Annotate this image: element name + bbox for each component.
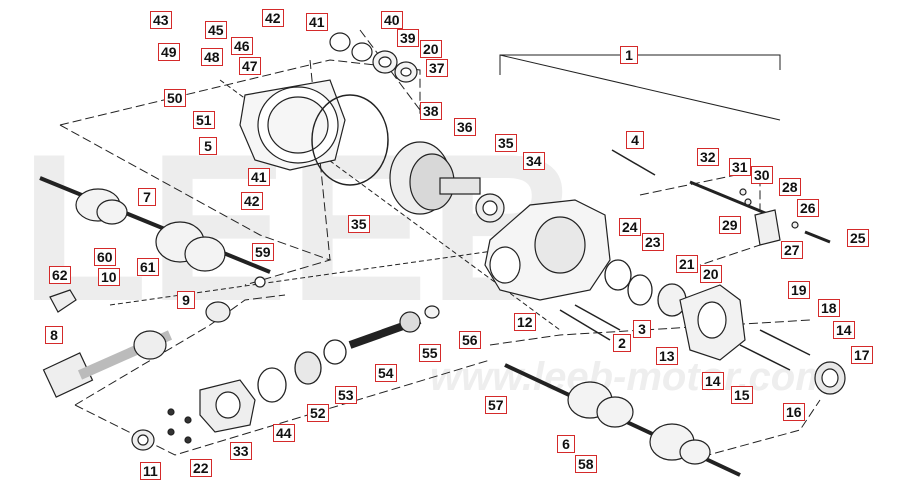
callout-43[interactable]: 43 (150, 11, 172, 29)
callout-16[interactable]: 16 (783, 403, 805, 421)
callout-22[interactable]: 22 (190, 459, 212, 477)
part-small-hardware (49, 289, 192, 451)
callout-52[interactable]: 52 (307, 404, 329, 422)
callout-20-top[interactable]: 20 (420, 40, 442, 58)
callout-24[interactable]: 24 (619, 218, 641, 236)
part-rings-lower (257, 339, 347, 403)
callout-48[interactable]: 48 (201, 48, 223, 66)
callout-59[interactable]: 59 (252, 243, 274, 261)
callout-41-top[interactable]: 41 (306, 13, 328, 31)
callout-33[interactable]: 33 (230, 442, 252, 460)
part-axle-shaft-lower (504, 363, 741, 477)
part-housing-left (239, 79, 346, 171)
callout-44[interactable]: 44 (273, 424, 295, 442)
callout-37[interactable]: 37 (426, 59, 448, 77)
callout-13[interactable]: 13 (656, 347, 678, 365)
callout-42-mid[interactable]: 42 (241, 192, 263, 210)
part-differential-carrier (679, 284, 746, 361)
callout-17[interactable]: 17 (851, 346, 873, 364)
callout-58[interactable]: 58 (575, 455, 597, 473)
callout-36[interactable]: 36 (454, 118, 476, 136)
part-shift-fork (689, 180, 831, 246)
part-propeller-shaft (42, 301, 231, 398)
callout-12[interactable]: 12 (514, 313, 536, 331)
part-ring-right (604, 259, 687, 317)
callout-15[interactable]: 15 (731, 386, 753, 404)
callout-40[interactable]: 40 (381, 11, 403, 29)
callout-28[interactable]: 28 (779, 178, 801, 196)
callout-62[interactable]: 62 (49, 266, 71, 284)
callout-19[interactable]: 19 (788, 281, 810, 299)
callout-53[interactable]: 53 (335, 386, 357, 404)
callout-35-left[interactable]: 35 (348, 215, 370, 233)
part-clutch-pack (389, 141, 505, 223)
callout-5[interactable]: 5 (199, 137, 217, 155)
callout-6[interactable]: 6 (557, 435, 575, 453)
callout-57[interactable]: 57 (485, 396, 507, 414)
part-output-flange (814, 361, 846, 395)
part-pinion-shaft (348, 305, 440, 349)
part-axle-shaft-upper (39, 176, 271, 288)
callout-31[interactable]: 31 (729, 158, 751, 176)
callout-56[interactable]: 56 (459, 331, 481, 349)
callout-32[interactable]: 32 (697, 148, 719, 166)
callout-55[interactable]: 55 (419, 344, 441, 362)
callout-42-top[interactable]: 42 (262, 9, 284, 27)
callout-3[interactable]: 3 (633, 320, 651, 338)
callout-23[interactable]: 23 (642, 233, 664, 251)
callout-47[interactable]: 47 (239, 57, 261, 75)
callout-50[interactable]: 50 (164, 89, 186, 107)
part-transfer-case (484, 199, 611, 301)
callout-9[interactable]: 9 (177, 291, 195, 309)
callout-45[interactable]: 45 (205, 21, 227, 39)
callout-51[interactable]: 51 (193, 111, 215, 129)
callout-14-lower[interactable]: 14 (702, 372, 724, 390)
callout-61[interactable]: 61 (137, 258, 159, 276)
callout-60[interactable]: 60 (94, 248, 116, 266)
callout-11[interactable]: 11 (140, 462, 161, 480)
part-flange-housing (199, 379, 256, 433)
part-bearing-set (329, 32, 418, 83)
callout-8[interactable]: 8 (45, 326, 63, 344)
callout-49[interactable]: 49 (158, 43, 180, 61)
callout-2[interactable]: 2 (613, 334, 631, 352)
callout-14-upper[interactable]: 14 (833, 321, 855, 339)
callout-46[interactable]: 46 (231, 37, 253, 55)
callout-34[interactable]: 34 (523, 152, 545, 170)
part-bolts (559, 149, 811, 371)
callout-29[interactable]: 29 (719, 216, 741, 234)
callout-27[interactable]: 27 (781, 241, 803, 259)
callout-35-right[interactable]: 35 (495, 134, 517, 152)
callout-41-mid[interactable]: 41 (248, 168, 270, 186)
callout-30[interactable]: 30 (751, 166, 773, 184)
callout-20-right[interactable]: 20 (700, 265, 722, 283)
callout-18[interactable]: 18 (818, 299, 840, 317)
callout-4[interactable]: 4 (626, 131, 644, 149)
callout-54[interactable]: 54 (375, 364, 397, 382)
callout-21[interactable]: 21 (676, 255, 698, 273)
part-o-ring (311, 94, 389, 186)
callout-10[interactable]: 10 (98, 268, 120, 286)
callout-26[interactable]: 26 (797, 199, 819, 217)
callout-1[interactable]: 1 (620, 46, 638, 64)
callout-38[interactable]: 38 (420, 102, 442, 120)
callout-25[interactable]: 25 (847, 229, 869, 247)
watermark-url: www.leeb-motor.com (430, 355, 831, 399)
callout-7[interactable]: 7 (138, 188, 156, 206)
callout-39[interactable]: 39 (397, 29, 419, 47)
bracket-line-1 (499, 54, 781, 75)
